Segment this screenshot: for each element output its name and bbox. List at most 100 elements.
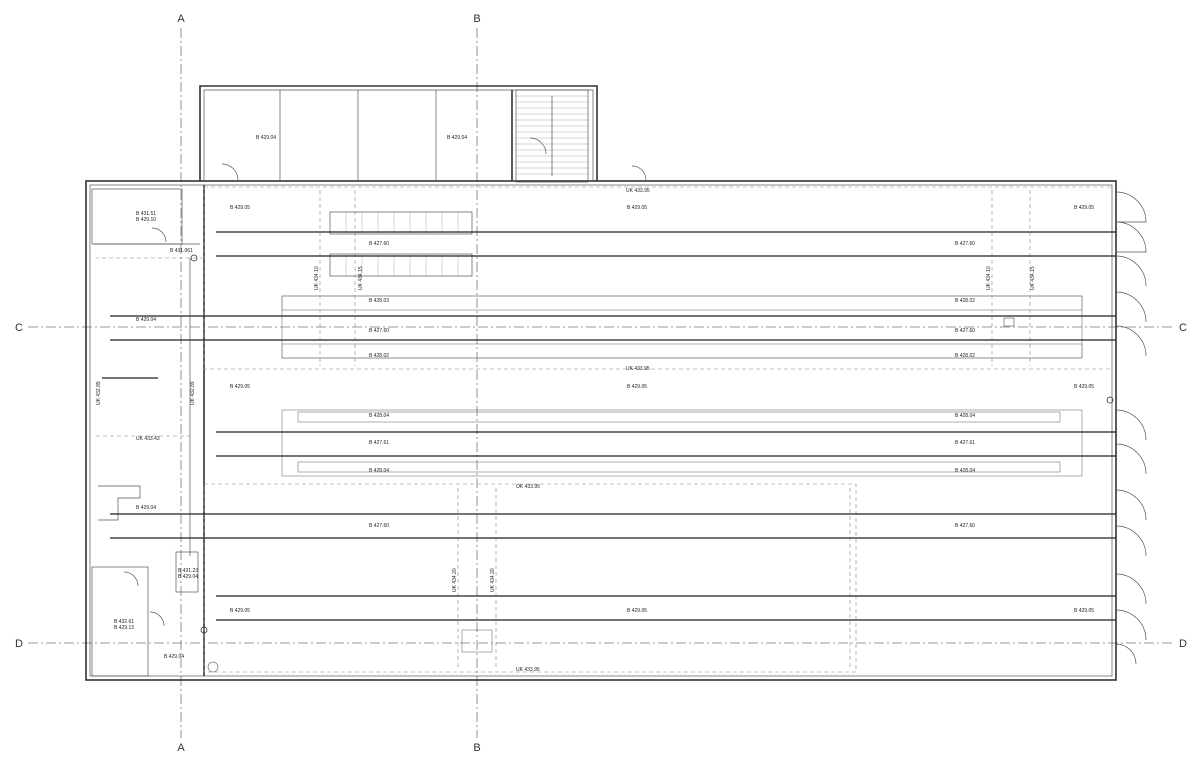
annex-staircase [515,89,589,183]
grid-label-c-right: C [1179,322,1187,334]
room-label: B 429.05 [230,384,250,390]
platform-3 [297,411,1061,423]
level-label: UK 434.15 [358,266,364,290]
office-room-lower [91,566,149,677]
equipment-box [461,629,493,653]
column-marker [1106,396,1114,404]
track-label: B 427.60 [955,241,975,247]
grid-label-a-bottom: A [177,742,185,754]
platform-group-lower [281,409,1083,477]
room-label: B 432.61 [114,619,134,625]
platform-label: B 428.04 [955,413,975,419]
track-label: B 427.60 [955,328,975,334]
track-label: B 427.61 [955,440,975,446]
door-swing [1115,291,1147,323]
room-label: B 431.23 [178,568,198,574]
door-swing [1115,191,1147,223]
level-label: OK 433.95 [516,484,540,490]
grid-label-a-top: A [177,13,185,25]
hall-stair-1 [329,211,473,235]
column-marker [190,254,198,262]
door-swing [123,571,139,587]
room-label: B 429.04 [178,574,198,580]
platform-label: B 428.02 [369,353,389,359]
room-label: B 429.04 [164,654,184,660]
platform-label: B 428.02 [955,298,975,304]
level-label: UK 434.20 [452,568,458,592]
door-swing [1115,609,1147,641]
crane-frame-lower [203,483,857,673]
building-walls [85,85,1117,681]
grid-label-d-left: D [15,638,23,650]
wing-notch [98,485,141,521]
room-label: B 429.05 [230,205,250,211]
room-label: B 429.13 [114,625,134,631]
room-label: B 429.05 [627,608,647,614]
level-label: UK 434.20 [490,568,496,592]
top-annex-inner-line [203,89,594,181]
door-swing [529,137,547,155]
track-label: B 427.60 [369,241,389,247]
room-label: B 429.05 [230,608,250,614]
track-label: B 427.60 [955,523,975,529]
crane-frame-upper [203,186,1113,370]
room-label: B 429.05 [1074,205,1094,211]
grid-label-c-left: C [15,322,23,334]
room-label: B 429.04 [447,135,467,141]
door-swing [1115,489,1147,521]
track-label: B 427.60 [369,523,389,529]
main-hall-inner-line [89,184,1113,677]
room-label: B 429.05 [627,384,647,390]
grid-label-b-top: B [473,13,480,25]
level-label: UK 433.95 [626,188,650,194]
track-label: B 427.61 [369,440,389,446]
level-label: UK 433.95 [626,366,650,372]
level-label: UK 433.95 [516,667,540,673]
crane-runways [96,186,1113,673]
door-swing [1115,643,1137,665]
column-marker [207,661,219,673]
tracks [102,231,1116,621]
grid-label-d-right: D [1179,638,1187,650]
main-hall-outline [85,180,1117,681]
office-room-upper [91,188,183,245]
platform-label: B 428.04 [369,413,389,419]
track-label: B 427.60 [369,328,389,334]
top-annex-outline [199,85,598,181]
platform-label: B 428.02 [955,353,975,359]
platform-label: B 428.04 [369,468,389,474]
level-label: UK 432.89 [190,381,196,405]
door-swing [221,163,239,181]
level-label: UK 432.89 [96,381,102,405]
room-label: B 431.061 [170,248,193,254]
door-swing [1115,443,1147,475]
door-swing [151,227,167,243]
column-marker [200,626,208,634]
room-label: B 429.04 [136,505,156,511]
room-label: B 431.51 [136,211,156,217]
hall-staircases [329,211,473,277]
room-label: B 429.10 [136,217,156,223]
door-swing [1115,409,1147,441]
platforms [281,295,1083,477]
door-swing [1115,573,1147,605]
door-swing [1115,525,1147,557]
door-swing [1115,221,1147,253]
door-swing [631,165,647,181]
equipment-box [1003,317,1015,327]
room-labels: B 429.04 B 429.04 B 429.05 B 429.05 B 42… [114,135,1094,660]
level-label: UK 434.15 [1030,266,1036,290]
grid-axes: A A B B C C D D [15,13,1187,754]
column-markers [190,254,1114,673]
door-swing [149,611,165,627]
grid-label-b-bottom: B [473,742,480,754]
platform-label: B 428.03 [369,298,389,304]
level-label: UK 433.43 [136,436,160,442]
stair-outline [515,89,589,183]
east-doors [123,137,1147,665]
platform-label: B 428.04 [955,468,975,474]
hall-stair-2 [329,253,473,277]
room-label: B 429.05 [1074,384,1094,390]
room-label: B 429.04 [136,317,156,323]
